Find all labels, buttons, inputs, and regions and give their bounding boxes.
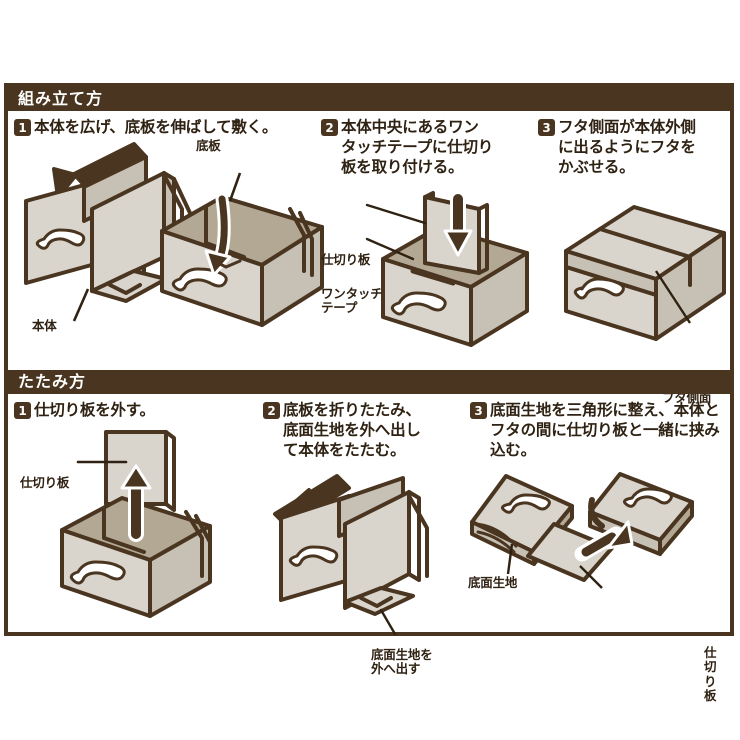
step-text-row: 3 底面生地を三角形に整え、本体と フタの間に仕切り板と一緒に挟み 込む。 bbox=[470, 400, 730, 460]
step-number-badge: 1 bbox=[14, 119, 31, 136]
step-instruction: フタ側面が本体外側 に出るようにフタを かぶせる。 bbox=[558, 118, 696, 177]
section-header-assembly: 組み立て方 bbox=[8, 87, 730, 111]
illustration-closed-box: フタ側面 bbox=[538, 193, 734, 405]
section-assembly: 組み立て方 1 本体を広げ、底板を伸ばして敷く。 bbox=[8, 87, 733, 405]
step-text-row: 1 本体を広げ、底板を伸ばして敷く。 bbox=[14, 117, 314, 137]
instruction-sheet: 組み立て方 1 本体を広げ、底板を伸ばして敷く。 bbox=[4, 83, 734, 703]
section-folding: たたみ方 1 仕切り板を外す。 bbox=[8, 370, 730, 703]
illustration-folded-flat-b: 仕切り板 bbox=[526, 460, 726, 703]
illustration-fold-body: 底面生地を 外へ出す bbox=[263, 470, 469, 676]
illustration-open-box: 本体 bbox=[14, 139, 314, 354]
assembly-step-3: 3 フタ側面が本体外側 に出るようにフタを かぶせる。 bbox=[538, 117, 733, 405]
step-instruction: 本体を広げ、底板を伸ばして敷く。 bbox=[34, 118, 278, 136]
step-text-row: 1 仕切り板を外す。 bbox=[14, 400, 259, 420]
label-honntai: 本体 bbox=[32, 318, 57, 333]
step-instruction: 底板を折りたたみ、 底面生地を外へ出し て本体をたたむ。 bbox=[283, 401, 421, 460]
step-instruction: 本体中央にあるワン タッチテープに仕切り 板を取り付ける。 bbox=[341, 118, 494, 177]
label-teimen-kiji-dasu: 底面生地を 外へ出す bbox=[371, 647, 433, 677]
illustration-insert-divider: 仕切り板 ワンタッチ テープ bbox=[321, 187, 533, 352]
section-title: 組み立て方 bbox=[18, 89, 104, 108]
assembly-step-1: 1 本体を広げ、底板を伸ばして敷く。 bbox=[14, 117, 324, 333]
folding-columns: 1 仕切り板を外す。 bbox=[8, 394, 730, 703]
folding-step-2: 2 底板を折りたたみ、 底面生地を外へ出し て本体をたたむ。 bbox=[263, 400, 468, 676]
folding-step-1: 1 仕切り板を外す。 bbox=[14, 400, 259, 618]
label-soko-ita: 底板 bbox=[196, 138, 221, 153]
step-instruction: 仕切り板を外す。 bbox=[34, 401, 155, 419]
label-shikiri-ita-3: 仕切り板 bbox=[704, 645, 717, 704]
label-teimen-kiji: 底面生地 bbox=[468, 575, 518, 590]
step-text-row: 2 本体中央にあるワン タッチテープに仕切り 板を取り付ける。 bbox=[321, 117, 531, 177]
step-instruction: 底面生地を三角形に整え、本体と フタの間に仕切り板と一緒に挟み 込む。 bbox=[490, 401, 720, 460]
illustration-remove-divider: 仕切り板 bbox=[14, 426, 262, 626]
step-text-row: 3 フタ側面が本体外側 に出るようにフタを かぶせる。 bbox=[538, 117, 733, 177]
step-number-badge: 3 bbox=[538, 119, 555, 136]
label-shikiri-ita-2: 仕切り板 bbox=[20, 475, 70, 490]
step-number-badge: 3 bbox=[470, 402, 487, 419]
label-one-touch-tape: ワンタッチ テープ bbox=[321, 286, 383, 316]
step-number-badge: 2 bbox=[321, 119, 338, 136]
step-number-badge: 1 bbox=[14, 402, 31, 419]
assembly-columns: 1 本体を広げ、底板を伸ばして敷く。 bbox=[8, 111, 733, 405]
step-number-badge: 2 bbox=[263, 402, 280, 419]
section-header-folding: たたみ方 bbox=[8, 370, 730, 394]
label-shikiri-ita: 仕切り板 bbox=[321, 252, 371, 267]
section-title: たたみ方 bbox=[18, 372, 87, 391]
illustration-box-with-bottom-board: 底板 bbox=[144, 138, 329, 344]
assembly-step-2: 2 本体中央にあるワン タッチテープに仕切り 板を取り付ける。 bbox=[321, 117, 531, 347]
folding-step-3: 3 底面生地を三角形に整え、本体と フタの間に仕切り板と一緒に挟み 込む。 bbox=[468, 400, 730, 703]
step-text-row: 2 底板を折りたたみ、 底面生地を外へ出し て本体をたたむ。 bbox=[263, 400, 468, 460]
